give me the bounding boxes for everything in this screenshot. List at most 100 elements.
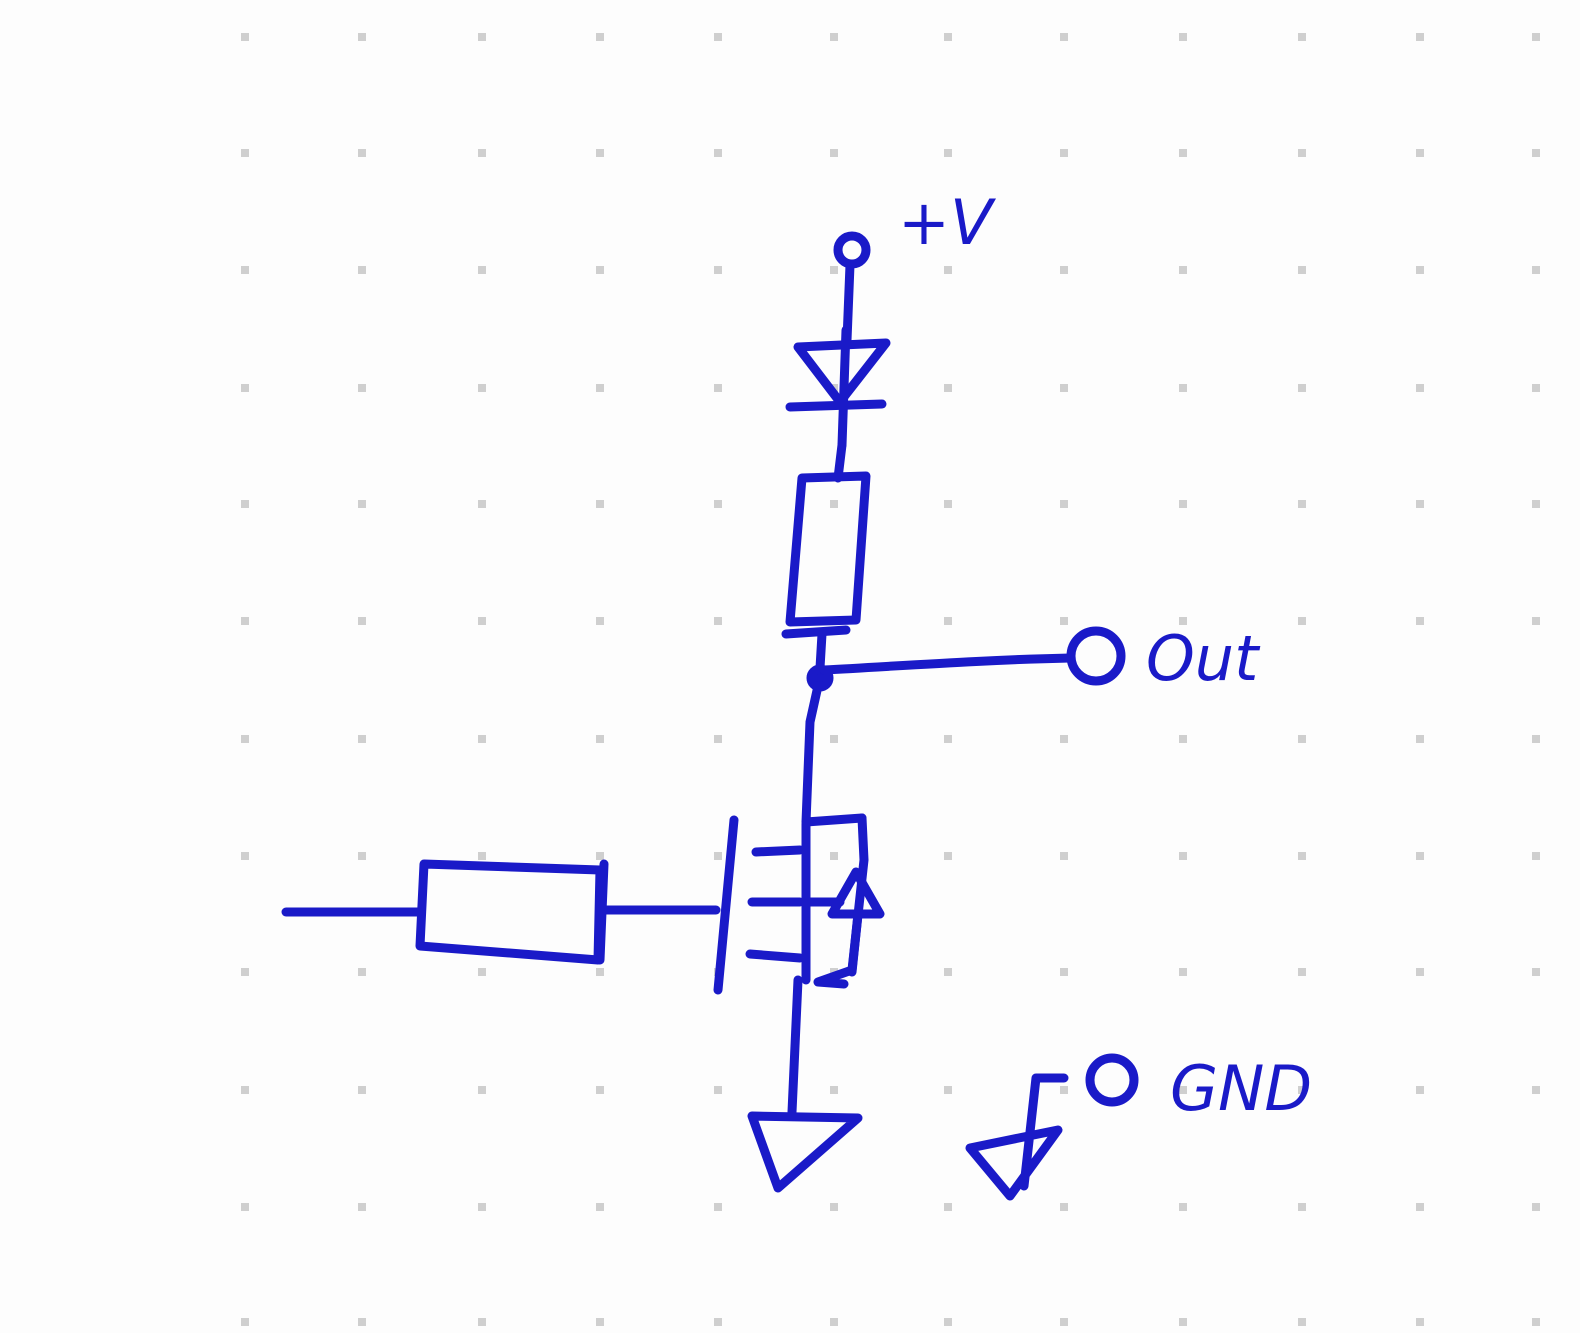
grid-dot [1532, 1318, 1540, 1326]
grid-dot [1532, 33, 1540, 41]
grid-dot [1298, 500, 1306, 508]
grid-dot [241, 1203, 249, 1211]
grid-dot [358, 500, 366, 508]
grid-dot [1060, 266, 1068, 274]
supply-label: +V [898, 186, 997, 259]
grid-dot [830, 1086, 838, 1094]
grid-dot [596, 968, 604, 976]
grid-dot [1060, 1318, 1068, 1326]
grid-dot [478, 1318, 486, 1326]
grid-dot [241, 617, 249, 625]
grid-dot [1532, 735, 1540, 743]
grid-dot [596, 33, 604, 41]
grid-dot [1179, 1086, 1187, 1094]
grid-dot [1298, 1203, 1306, 1211]
grid-dot [944, 149, 952, 157]
grid-dot [1179, 1203, 1187, 1211]
grid-dot [1416, 617, 1424, 625]
grid-dot [1532, 1086, 1540, 1094]
grid-dot [358, 1318, 366, 1326]
grid-dot [1060, 852, 1068, 860]
grid-dot [241, 735, 249, 743]
legend-ground-symbol [965, 1073, 1069, 1201]
grid-dot [1416, 500, 1424, 508]
grid-dot [830, 1203, 838, 1211]
grid-dot [1298, 735, 1306, 743]
source-to-ground-wire [787, 975, 803, 1117]
grid-dot [1298, 1318, 1306, 1326]
grid-dot [1179, 266, 1187, 274]
grid-dot [358, 266, 366, 274]
drain-resistor [785, 471, 871, 627]
grid-dot [1298, 968, 1306, 976]
grid-dot [1532, 149, 1540, 157]
grid-dot [478, 266, 486, 274]
grid-dot [1532, 852, 1540, 860]
grid-dot [1416, 1318, 1424, 1326]
grid-dot [596, 1203, 604, 1211]
grid-dot [358, 852, 366, 860]
grid-dot [358, 617, 366, 625]
grid-dot [478, 735, 486, 743]
grid-dot [830, 500, 838, 508]
grid-dot [241, 1086, 249, 1094]
grid-dot [1179, 617, 1187, 625]
grid-dot [1298, 266, 1306, 274]
dot-grid [241, 33, 1540, 1326]
grid-dot [358, 1203, 366, 1211]
resistor-to-node-wire [815, 629, 827, 673]
grid-dot [714, 735, 722, 743]
grid-dot [478, 968, 486, 976]
supply-terminal [833, 231, 871, 269]
grid-dot [1060, 33, 1068, 41]
grid-dot [1416, 852, 1424, 860]
resistor-bottom-lead [781, 625, 851, 639]
grid-dot [1416, 149, 1424, 157]
grid-dot [714, 1086, 722, 1094]
grid-dot [944, 968, 952, 976]
grid-dot [478, 1203, 486, 1211]
grid-dot [1060, 1086, 1068, 1094]
grid-dot [714, 266, 722, 274]
grid-dot [358, 735, 366, 743]
grid-dot [830, 852, 838, 860]
grid-dot [944, 1086, 952, 1094]
mosfet-symbol [713, 813, 885, 995]
grid-dot [1179, 149, 1187, 157]
grid-dot [944, 1318, 952, 1326]
grid-dot [478, 149, 486, 157]
grid-dot [478, 1086, 486, 1094]
grid-dot [241, 852, 249, 860]
diode-lead-through [837, 325, 851, 450]
grid-dot [478, 384, 486, 392]
grid-dot [596, 500, 604, 508]
grid-dot [241, 968, 249, 976]
grid-dot [1060, 500, 1068, 508]
grid-dot [1416, 1086, 1424, 1094]
grid-dot [1179, 500, 1187, 508]
grid-dot [596, 384, 604, 392]
grid-dot [478, 33, 486, 41]
grid-dot [830, 33, 838, 41]
grid-dot [714, 384, 722, 392]
output-label: Out [1146, 622, 1261, 695]
grid-dot [714, 617, 722, 625]
grid-dot [714, 149, 722, 157]
grid-dot [1416, 266, 1424, 274]
grid-dot [1532, 617, 1540, 625]
grid-dot [830, 1318, 838, 1326]
grid-dot [358, 384, 366, 392]
grid-dot [596, 266, 604, 274]
grid-dot [1532, 384, 1540, 392]
grid-dot [1416, 735, 1424, 743]
grid-dot [596, 1318, 604, 1326]
gate-resistor [415, 859, 605, 965]
grid-dot [1060, 149, 1068, 157]
mosfet-diode-bar [847, 909, 863, 977]
grid-dot [1060, 1203, 1068, 1211]
grid-dot [1179, 968, 1187, 976]
mosfet-gate-plate [713, 815, 739, 995]
grid-dot [1179, 384, 1187, 392]
grid-dot [358, 33, 366, 41]
